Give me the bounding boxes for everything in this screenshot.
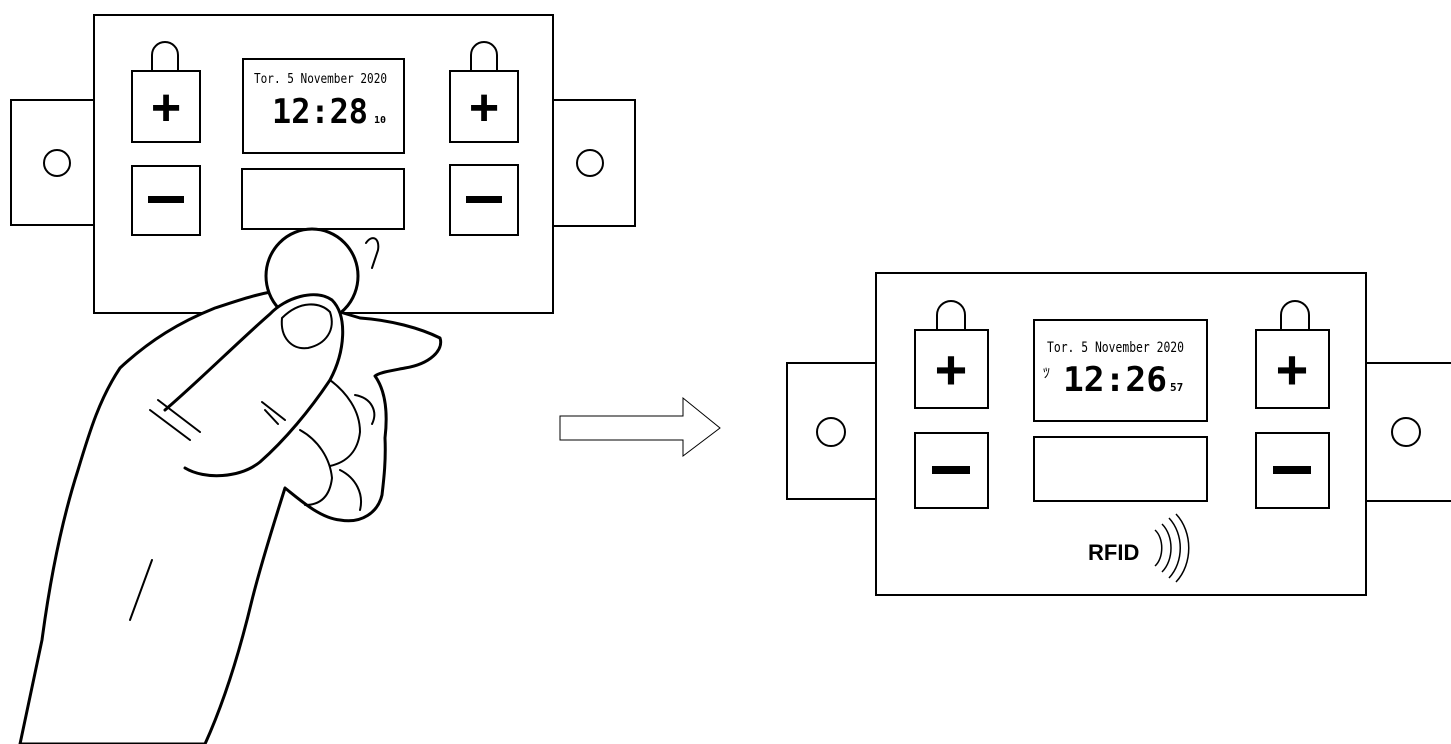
right-device-date: Tor. 5 November 2020 — [1047, 340, 1184, 356]
right-device-display — [1033, 319, 1208, 422]
minus-icon — [932, 466, 970, 474]
minus-icon — [466, 196, 502, 203]
plus-label: + — [935, 338, 968, 401]
left-device-time: 12:28 — [272, 92, 368, 132]
mounting-hole-icon — [1391, 417, 1421, 447]
minus-icon — [148, 196, 184, 203]
left-device-minus-button-right[interactable] — [449, 164, 519, 236]
mounting-hole-icon — [43, 149, 71, 177]
right-device-time: 12:26 — [1063, 360, 1167, 400]
left-device-reader-area — [241, 168, 405, 230]
plus-label: + — [1276, 338, 1309, 401]
led-icon — [936, 300, 966, 330]
right-device-plus-button-left[interactable]: + — [914, 329, 989, 409]
led-icon — [470, 41, 498, 71]
left-device-plus-button-left[interactable]: + — [131, 70, 201, 143]
mounting-hole-icon — [576, 149, 604, 177]
minus-icon — [1273, 466, 1311, 474]
left-device-plus-button-right[interactable]: + — [449, 70, 519, 143]
right-device-status-glyph: ﾂ — [1043, 366, 1050, 382]
rfid-label: RFID — [1088, 540, 1139, 565]
plus-label: + — [469, 79, 499, 137]
left-device-minus-button-left[interactable] — [131, 165, 201, 236]
hand-icon — [18, 227, 443, 744]
left-device-display — [242, 58, 405, 154]
left-device-date: Tor. 5 November 2020 — [254, 72, 387, 87]
left-device-seconds: 10 — [374, 115, 386, 126]
right-device-seconds: 57 — [1170, 381, 1183, 394]
mounting-hole-icon — [816, 417, 846, 447]
right-device: + + Tor. 5 November 2020 ﾂ 12:26 57 RFID — [786, 272, 1451, 596]
arrow-right-icon — [559, 396, 721, 458]
right-device-plus-button-right[interactable]: + — [1255, 329, 1330, 409]
rfid-waves-icon — [1154, 513, 1190, 583]
right-device-minus-button-right[interactable] — [1255, 432, 1330, 509]
plus-label: + — [151, 79, 181, 137]
right-device-minus-button-left[interactable] — [914, 432, 989, 509]
led-icon — [151, 41, 179, 71]
right-device-reader-area — [1033, 436, 1208, 502]
led-icon — [1280, 300, 1310, 330]
